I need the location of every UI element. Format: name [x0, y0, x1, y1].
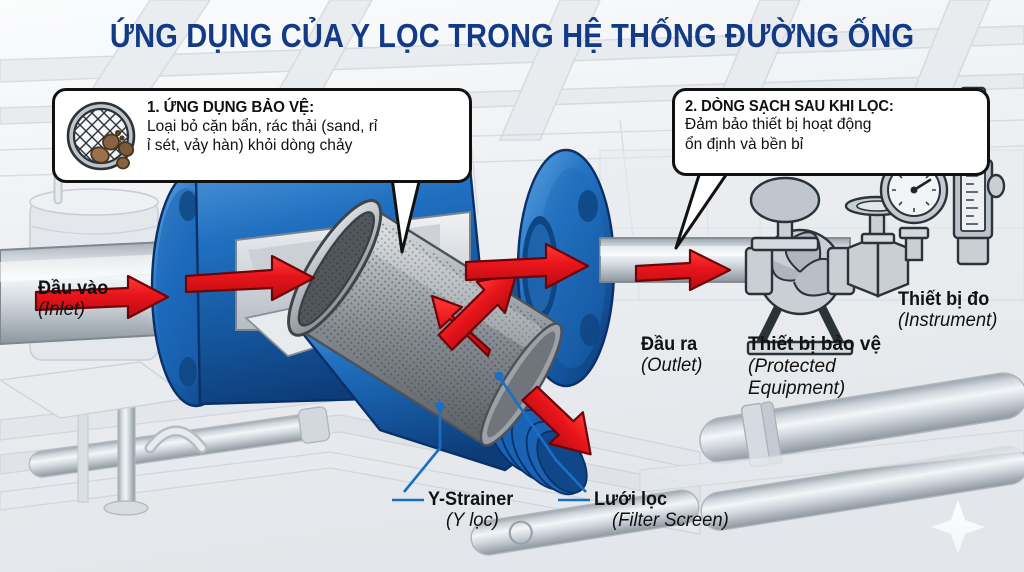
leader-dots	[435, 371, 504, 411]
leader-lines	[402, 377, 587, 493]
debris-particles	[90, 129, 135, 170]
label-protected-vn: Thiết bị bảo vệ	[748, 334, 882, 355]
callout-1-heading: 1. ỨNG DỤNG BẢO VỆ:	[147, 99, 315, 116]
label-y-strainer: Y-Strainer (Y lọc)	[428, 489, 518, 532]
label-inlet-en: (Inlet)	[38, 299, 86, 321]
flow-arrows	[34, 242, 732, 456]
label-protected-equipment: Thiết bị bảo vệ (Protected Equipment)	[748, 334, 888, 399]
label-filter-screen-en: (Filter Screen)	[612, 510, 729, 532]
label-outlet-vn: Đầu ra	[641, 334, 698, 355]
label-inlet: Đầu vào (Inlet)	[38, 278, 112, 321]
label-inlet-vn: Đầu vào	[38, 278, 109, 299]
label-outlet-en: (Outlet)	[641, 355, 703, 377]
label-protected-en: (Protected Equipment)	[748, 355, 846, 399]
filter-mesh-icon	[66, 101, 136, 171]
callout-1-line-1: Loại bỏ cặn bẩn, rác thải (sand, rỉ	[147, 117, 378, 135]
y-strainer-assembly	[150, 148, 616, 496]
label-y-strainer-vn: Y-Strainer	[428, 489, 514, 510]
callout-2-line-1: Đảm bảo thiết bị hoạt động	[685, 116, 872, 134]
background-right-pipes	[470, 372, 1024, 556]
callout-2-line-2: ổn định và bền bỉ	[685, 135, 804, 153]
label-instrument-vn: Thiết bị đo	[898, 289, 990, 310]
callout-1-line-2: ỉ sét, vảy hàn) khỏi dòng chảy	[147, 137, 353, 155]
callout-protection: 1. ỨNG DỤNG BẢO VỆ: Loại bỏ cặn bẩn, rác…	[52, 88, 472, 183]
label-filter-screen: Lưới lọc (Filter Screen)	[594, 489, 732, 532]
callout-2-heading: 2. DÒNG SẠCH SAU KHI LỌC:	[685, 98, 894, 115]
label-filter-screen-vn: Lưới lọc	[594, 489, 668, 510]
sparkle-icon	[931, 500, 985, 554]
label-y-strainer-en: (Y lọc)	[446, 510, 499, 532]
label-instrument: Thiết bị đo (Instrument)	[898, 289, 1000, 332]
callout-clean-flow: 2. DÒNG SẠCH SAU KHI LỌC: Đảm bảo thiết …	[672, 88, 990, 176]
centrifugal-pump	[744, 176, 856, 356]
label-outlet: Đầu ra (Outlet)	[641, 334, 704, 377]
label-instrument-en: (Instrument)	[898, 310, 998, 332]
